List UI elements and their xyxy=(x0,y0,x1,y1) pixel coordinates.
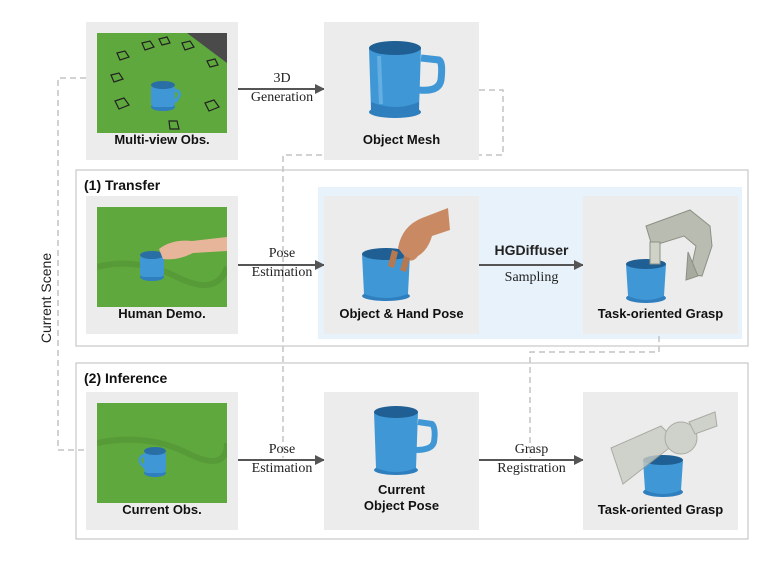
multiview-caption: Multi-view Obs. xyxy=(114,132,210,147)
current-pose-caption-line2: Object Pose xyxy=(363,498,440,513)
hand-pose-render xyxy=(352,206,452,311)
mug-small xyxy=(138,447,166,477)
pose-estimation-2-line1: Pose xyxy=(268,442,296,457)
task-grasp-inference-node: Task-oriented Grasp xyxy=(583,392,738,530)
object-hand-pose-node: Object & Hand Pose xyxy=(324,196,479,334)
hand-shape xyxy=(159,237,227,260)
inference-frame xyxy=(75,362,749,540)
grasp-inference-caption: Task-oriented Grasp xyxy=(597,502,724,517)
multiview-obs-node: Multi-view Obs. xyxy=(86,22,238,160)
pose-estimation-1-line1: Pose xyxy=(268,246,296,261)
current-pose-caption-line1: Current xyxy=(378,482,425,497)
human-demo-photo xyxy=(97,207,227,307)
current-obs-caption: Current Obs. xyxy=(122,502,202,517)
grasp-registration-line1: Grasp xyxy=(514,442,549,457)
camera-frustums xyxy=(110,36,220,130)
pose-estimation-label-1: Pose Estimation xyxy=(240,244,324,282)
generation-label-line2: Generation xyxy=(250,90,314,105)
mesh-caption: Object Mesh xyxy=(362,132,441,147)
grasp-transfer-render xyxy=(606,206,716,311)
pose-estimation-1-line2: Estimation xyxy=(251,265,313,280)
grasp-to-registration-dashed-line xyxy=(529,336,660,458)
hand-pose-caption: Object & Hand Pose xyxy=(339,306,464,321)
grasp-registration-line2: Registration xyxy=(497,461,566,476)
generation-label: 3D Generation xyxy=(240,69,324,107)
transfer-frame xyxy=(75,169,749,347)
human-demo-caption: Human Demo. xyxy=(118,306,206,321)
hand-model xyxy=(397,208,450,261)
inference-section-title: (2) Inference xyxy=(84,370,168,386)
mesh-render xyxy=(357,32,447,127)
mesh-to-pose-dashed-line xyxy=(282,89,504,458)
task-grasp-transfer-node: Task-oriented Grasp xyxy=(583,196,738,334)
hgdiffuser-label: HGDiffuser xyxy=(494,242,569,258)
grasp-transfer-caption: Task-oriented Grasp xyxy=(597,306,724,321)
mug-small xyxy=(151,81,181,111)
mug-small xyxy=(140,251,164,281)
human-demo-node: Human Demo. xyxy=(86,196,238,334)
grasp-registration-label: Grasp Registration xyxy=(480,440,583,478)
current-pose-caption: Current Object Pose xyxy=(324,482,479,514)
current-obs-node: Current Obs. xyxy=(86,392,238,530)
transfer-section-title: (1) Transfer xyxy=(84,177,161,193)
current-obs-photo xyxy=(97,403,227,503)
current-scene-dashed-line xyxy=(57,77,86,451)
pose-estimation-2-line2: Estimation xyxy=(251,461,313,476)
current-object-pose-node: Current Object Pose xyxy=(324,392,479,530)
pose-estimation-label-2: Pose Estimation xyxy=(240,440,324,478)
multiview-photo xyxy=(97,33,227,133)
gripper-model-translucent xyxy=(609,411,718,485)
sampling-label: Sampling xyxy=(504,270,559,285)
gripper-model xyxy=(644,209,713,281)
object-mesh-node: Object Mesh xyxy=(324,22,479,160)
generation-label-line1: 3D xyxy=(273,71,291,86)
current-pose-render xyxy=(362,402,442,483)
grasp-inference-render xyxy=(601,402,721,507)
current-scene-label: Current Scene xyxy=(38,252,54,344)
